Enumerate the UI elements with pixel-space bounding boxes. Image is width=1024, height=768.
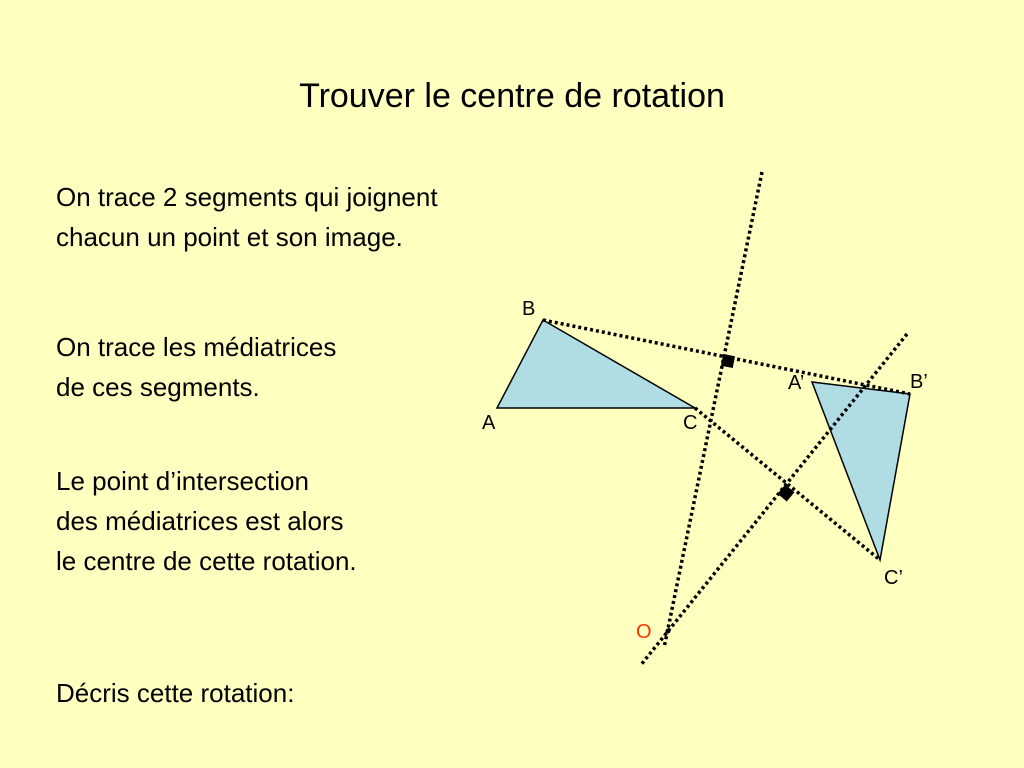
paragraph-line: des médiatrices est alors — [56, 506, 344, 536]
paragraph-line: Décris cette rotation: — [56, 678, 295, 708]
question-describe-rotation: Décris cette rotation: — [56, 673, 294, 713]
label-b-prime: B’ — [910, 371, 928, 393]
paragraph-line: Le point d’intersection — [56, 466, 309, 496]
bisector-bbprime — [662, 171, 764, 649]
label-a: A — [482, 412, 496, 434]
label-a-prime: A’ — [788, 372, 804, 394]
instruction-paragraph-segments: On trace 2 segments qui joignent chacun … — [56, 177, 438, 257]
paragraph-line: On trace 2 segments qui joignent — [56, 182, 438, 212]
paragraph-line: de ces segments. — [56, 372, 260, 402]
triangle-abc-image — [810, 381, 911, 563]
slide-title: Trouver le centre de rotation — [299, 77, 725, 115]
paragraph-line: chacun un point et son image. — [56, 222, 403, 252]
instruction-paragraph-intersection: Le point d’intersection des médiatrices … — [56, 461, 357, 581]
right-angle-marker-ccprime — [777, 484, 795, 502]
paragraph-line: On trace les médiatrices — [56, 332, 337, 362]
bisector-ccprime — [638, 332, 909, 668]
segment-c-cprime — [693, 406, 882, 562]
label-o: O — [636, 621, 652, 643]
instruction-paragraph-bisectors: On trace les médiatrices de ces segments… — [56, 327, 336, 407]
right-angle-marker-bbprime — [720, 353, 736, 369]
label-c-prime: C’ — [884, 567, 903, 589]
label-c: C — [683, 412, 697, 434]
rotation-center-point — [665, 628, 671, 634]
label-b: B — [522, 298, 535, 320]
triangle-abc — [495, 318, 698, 409]
paragraph-line: le centre de cette rotation. — [56, 546, 357, 576]
